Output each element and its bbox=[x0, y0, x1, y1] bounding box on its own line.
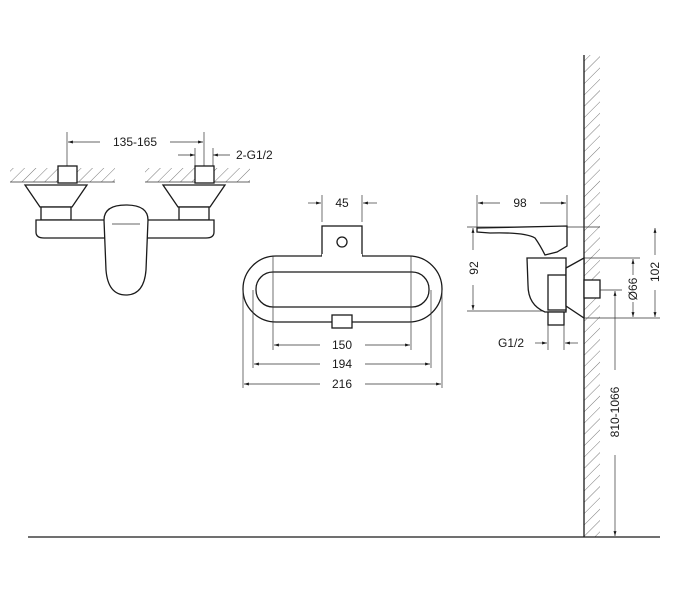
top-view: 45 150 194 216 bbox=[242, 195, 443, 391]
dim-overall-label: 216 bbox=[332, 377, 352, 391]
dim-spacing-label: 135-165 bbox=[113, 135, 157, 149]
dim-overall-height-label: 102 bbox=[648, 262, 662, 282]
side-outlet bbox=[547, 311, 565, 326]
inlet-stub-left bbox=[57, 165, 78, 184]
dim-middle-label: 194 bbox=[332, 357, 352, 371]
dim-inner-label: 150 bbox=[332, 338, 352, 352]
side-flange bbox=[565, 256, 585, 320]
dim-flange-diameter-label: Ø66 bbox=[626, 277, 640, 300]
dim-height-label: 92 bbox=[467, 261, 481, 275]
dim-mounting-height-label: 810-1066 bbox=[608, 386, 622, 437]
bottom-outlet bbox=[331, 314, 353, 329]
inlet-stub-right bbox=[194, 165, 215, 184]
lever bbox=[476, 225, 568, 256]
front-view: 135-165 2-G1/2 bbox=[10, 132, 273, 296]
dim-inlet-thread-label: 2-G1/2 bbox=[236, 148, 273, 162]
dim-outlet-thread-label: G1/2 bbox=[498, 336, 524, 350]
handle bbox=[103, 204, 149, 296]
dim-outlet-width-label: 45 bbox=[335, 196, 349, 210]
dim-depth-label: 98 bbox=[513, 196, 527, 210]
outlet-block bbox=[321, 225, 363, 260]
flange-left bbox=[23, 184, 89, 208]
side-view: 98 92 Ø66 102 G1/2 810-1066 bbox=[28, 55, 662, 538]
flange-right bbox=[161, 184, 227, 208]
